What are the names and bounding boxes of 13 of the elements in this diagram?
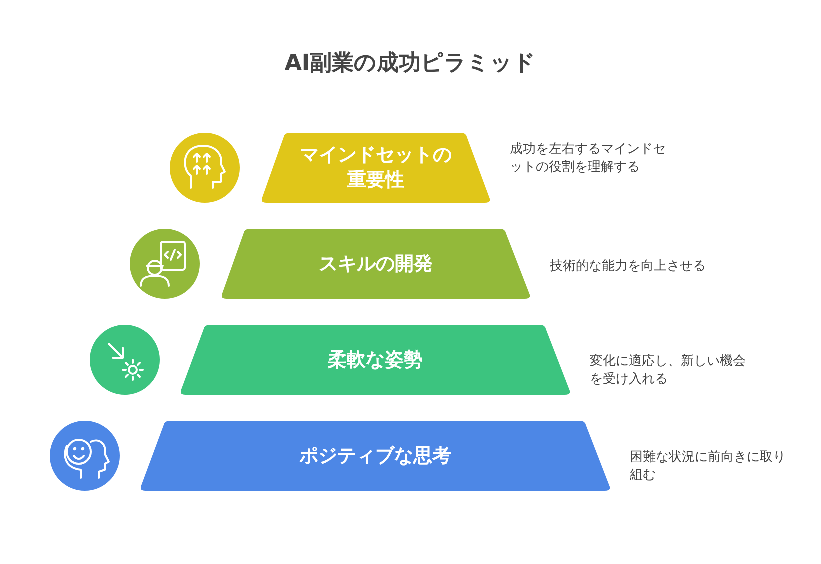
tier-label: ポジティブな思考	[300, 444, 452, 468]
description-text: 成功を左右するマインドセットの役割を理解する	[510, 141, 667, 177]
title: AI副業の成功ピラミッド	[284, 50, 538, 78]
description-text: 困難な状況に前向きに取り組む	[630, 449, 787, 485]
pyramid-tier	[262, 133, 490, 203]
pyramid-tier	[222, 229, 530, 299]
pyramid-tier	[181, 325, 570, 395]
tier-label: マインドセットの重要性	[299, 143, 453, 193]
tier-label: 柔軟な姿勢	[328, 348, 423, 372]
tier-label: スキルの開発	[319, 252, 433, 276]
description-text: 技術的な能力を向上させる	[550, 258, 707, 276]
pyramid-tier	[141, 421, 610, 491]
description-text: 変化に適応し、新しい機会を受け入れる	[590, 353, 747, 389]
